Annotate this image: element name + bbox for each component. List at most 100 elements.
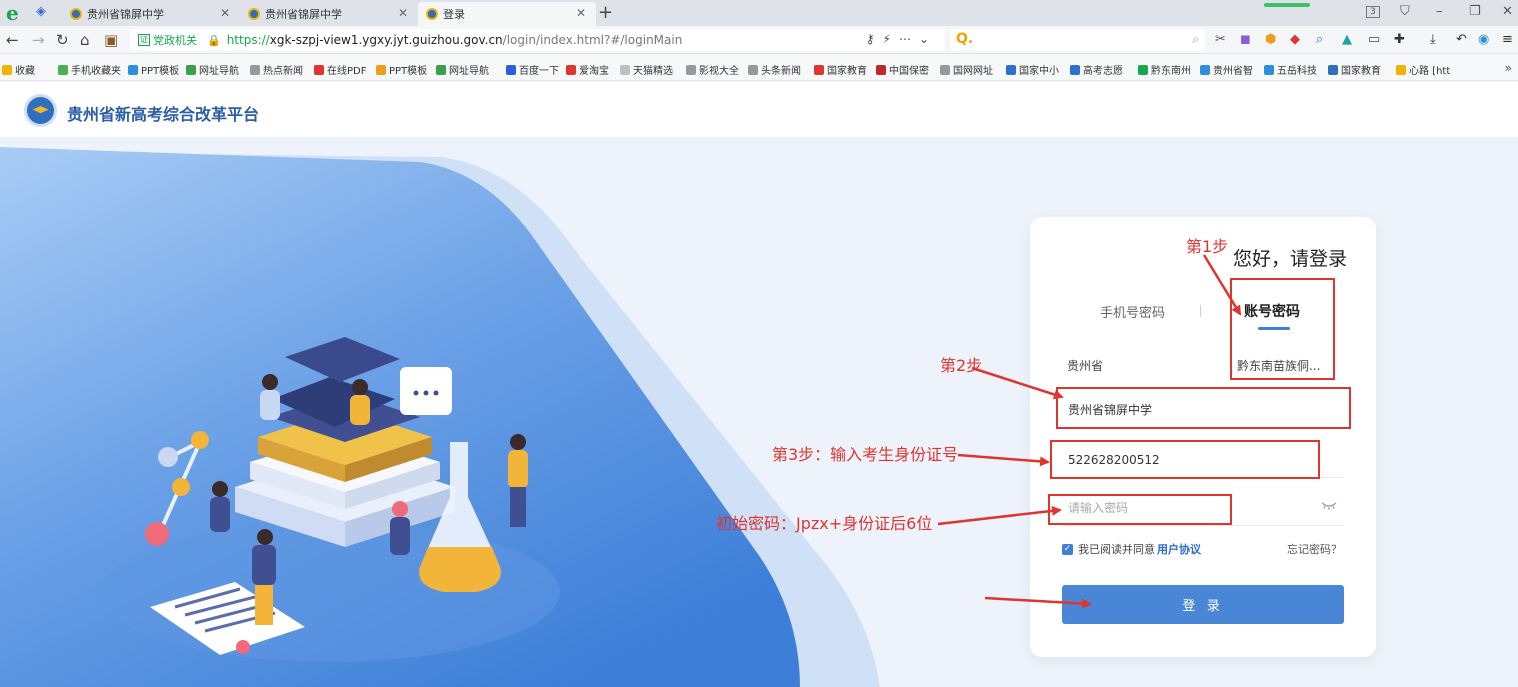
- login-button[interactable]: 登 录: [1062, 585, 1344, 624]
- address-bar[interactable]: 证党政机关 🔒 https:// xgk-szpj-view1.ygxy.jyt…: [130, 29, 945, 51]
- gov-badge: 证党政机关: [138, 32, 197, 48]
- close-icon[interactable]: ✕: [219, 6, 230, 20]
- window-icon[interactable]: ▭: [1368, 32, 1381, 47]
- undo-icon[interactable]: ↶: [1456, 32, 1467, 47]
- close-icon[interactable]: ✕: [397, 6, 408, 20]
- bookmark-item[interactable]: 头条新闻: [748, 62, 801, 77]
- bookmark-item[interactable]: 心路 [htt: [1396, 62, 1450, 77]
- highlight-box-password: [1048, 494, 1232, 525]
- bookmark-label: 心路 [htt: [1409, 66, 1451, 77]
- bookmark-icon: [506, 64, 516, 75]
- bookmark-item[interactable]: 影视大全: [686, 62, 739, 77]
- close-window-icon[interactable]: ✕: [1502, 4, 1513, 19]
- menu-icon[interactable]: ≡: [1502, 32, 1513, 47]
- reload-icon[interactable]: ↻: [56, 31, 69, 49]
- bookmark-item[interactable]: 手机收藏夹: [58, 62, 121, 77]
- bookmark-item[interactable]: PPT模板: [376, 62, 427, 77]
- bookmark-item[interactable]: 黔东南州: [1138, 62, 1191, 77]
- lightning-icon[interactable]: ⚡: [882, 32, 899, 46]
- bookmark-item[interactable]: 收藏: [2, 62, 35, 77]
- search-icon[interactable]: ⌕: [1192, 32, 1199, 46]
- bookmark-item[interactable]: 热点新闻: [250, 62, 303, 77]
- search-box[interactable]: Q. ⌕: [950, 29, 1205, 51]
- eye-closed-icon[interactable]: [1321, 500, 1337, 510]
- bookmark-label: 中国保密: [889, 66, 929, 77]
- bookmark-icon: [1070, 64, 1080, 75]
- bookmark-icon: [620, 64, 630, 75]
- bookmark-icon: [436, 64, 446, 75]
- new-tab-icon[interactable]: +: [598, 2, 614, 23]
- bookmark-item[interactable]: 高考志愿: [1070, 62, 1123, 77]
- bookmark-label: 收藏: [15, 66, 35, 77]
- bookmark-item[interactable]: PPT模板: [128, 62, 179, 77]
- bookmark-icon: [940, 64, 950, 75]
- bookmark-label: 高考志愿: [1083, 66, 1123, 77]
- search-ext-icon[interactable]: ⌕: [1316, 32, 1324, 47]
- progress-indicator: [1264, 3, 1310, 7]
- bookmark-item[interactable]: 五岳科技: [1264, 62, 1317, 77]
- bookmark-icon: [876, 64, 886, 75]
- bookmark-item[interactable]: 爱淘宝: [566, 62, 609, 77]
- bookmark-label: 国家教育: [827, 66, 867, 77]
- chevron-down-icon[interactable]: ⌄: [918, 32, 937, 46]
- telegram-icon[interactable]: ◈: [36, 4, 46, 19]
- bookmark-icon: [748, 64, 758, 75]
- tab-2[interactable]: 贵州省锦屏中学 ✕: [240, 2, 418, 26]
- shield-icon[interactable]: ⬢: [1265, 32, 1277, 47]
- agreement-checkbox[interactable]: ✓: [1062, 543, 1073, 555]
- bookmark-item[interactable]: 贵州省智: [1200, 62, 1253, 77]
- download-icon[interactable]: ⤓: [1430, 32, 1436, 47]
- tab-phone-password[interactable]: 手机号密码: [1100, 306, 1166, 321]
- bookmark-icon: [58, 64, 68, 75]
- bookmark-item[interactable]: 在线PDF: [314, 62, 366, 77]
- bookmark-label: 网址导航: [449, 66, 489, 77]
- bookmark-item[interactable]: 网址导航: [186, 62, 239, 77]
- city-select[interactable]: 黔东南苗族侗...: [1237, 359, 1321, 373]
- bookmark-label: 影视大全: [699, 66, 739, 77]
- wallet-icon[interactable]: ▣: [104, 31, 119, 49]
- extension-icon[interactable]: ◼: [1240, 32, 1251, 47]
- chevron-right-icon[interactable]: »: [1504, 61, 1512, 75]
- password-input[interactable]: 请输入密码: [1062, 490, 1343, 526]
- close-icon[interactable]: ✕: [575, 6, 586, 20]
- key-icon[interactable]: ⚷: [865, 32, 883, 46]
- skin-icon[interactable]: ⛉: [1400, 4, 1410, 19]
- bookmark-item[interactable]: 国家教育: [814, 62, 867, 77]
- tab-count-badge[interactable]: 3: [1366, 6, 1380, 18]
- minimize-icon[interactable]: –: [1436, 4, 1443, 19]
- bookmark-label: 国网网址: [953, 66, 993, 77]
- bookmark-item[interactable]: 国家教育: [1328, 62, 1381, 77]
- forgot-password-link[interactable]: 忘记密码？: [1287, 543, 1342, 556]
- more-icon[interactable]: ⋯: [898, 32, 919, 46]
- bookmark-item[interactable]: 国网网址: [940, 62, 993, 77]
- bookmark-label: 黔东南州: [1151, 66, 1191, 77]
- site-header: 贵州省新高考综合改革平台: [0, 82, 1518, 137]
- tab-1[interactable]: 贵州省锦屏中学 ✕: [62, 2, 240, 26]
- flask-illustration: [419, 442, 501, 592]
- bookmark-item[interactable]: 网址导航: [436, 62, 489, 77]
- bookmark-icon: [376, 64, 386, 75]
- bookmark-icon: [566, 64, 576, 75]
- tab-3-active[interactable]: 登录 ✕: [418, 2, 596, 26]
- gov-badge-icon: 证: [138, 34, 150, 46]
- back-icon[interactable]: ←: [6, 31, 19, 49]
- bookmark-item[interactable]: 国家中小: [1006, 62, 1059, 77]
- bookmark-item[interactable]: 天猫精选: [620, 62, 673, 77]
- bookmark-icon: [1396, 64, 1406, 75]
- highlight-box-id: [1050, 440, 1320, 479]
- user-agreement-link[interactable]: 用户协议: [1157, 543, 1201, 556]
- home-icon[interactable]: ⌂: [80, 31, 90, 49]
- bookmark-item[interactable]: 百度一下: [506, 62, 559, 77]
- restore-icon[interactable]: ❐: [1469, 4, 1481, 19]
- tab-account-password[interactable]: 账号密码: [1244, 304, 1300, 320]
- puzzle-icon[interactable]: ✚: [1394, 32, 1405, 47]
- tab-label: 贵州省锦屏中学: [265, 8, 342, 21]
- scissors-icon[interactable]: ✂: [1215, 32, 1226, 47]
- bookmark-label: PPT模板: [141, 66, 180, 77]
- bookmark-item[interactable]: 中国保密: [876, 62, 929, 77]
- forward-icon[interactable]: →: [32, 31, 45, 49]
- extension-icon[interactable]: ▲: [1342, 32, 1352, 47]
- edge-icon[interactable]: ◉: [1478, 32, 1490, 47]
- extension-icon[interactable]: ◆: [1290, 32, 1300, 47]
- province-select[interactable]: 贵州省: [1067, 359, 1104, 373]
